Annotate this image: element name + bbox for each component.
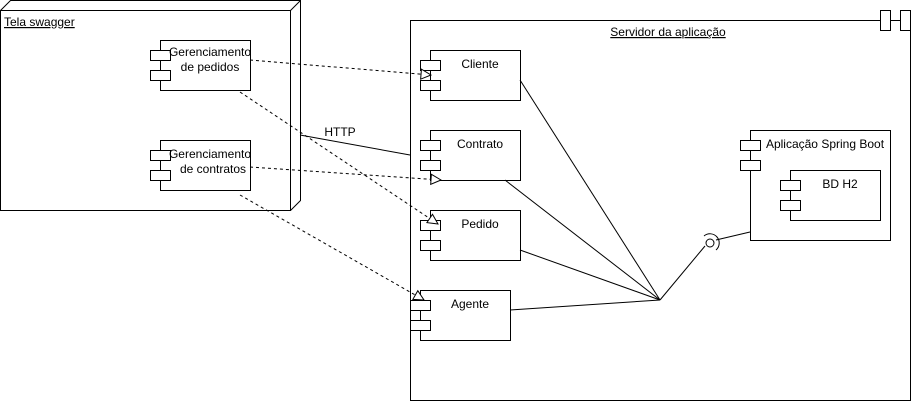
association-lines <box>299 79 751 311</box>
component-icon <box>420 240 441 251</box>
cliente-label: Cliente <box>461 57 499 71</box>
component-bd-h2[interactable]: BD H2 <box>780 170 881 221</box>
component-icon <box>740 140 761 151</box>
component-icon <box>420 220 441 231</box>
ger-contratos-label-2: de contratos <box>180 162 246 176</box>
server-node-package-icon <box>880 10 911 31</box>
component-icon <box>410 300 431 311</box>
server-node-title: Servidor da aplicação <box>610 25 726 39</box>
contrato-label: Contrato <box>457 137 503 151</box>
ger-pedidos-label-1: Gerenciamento <box>169 45 251 59</box>
ger-pedidos-to-pedido <box>239 91 438 224</box>
component-ger-contratos[interactable]: Gerenciamento de contratos <box>150 140 252 191</box>
client-node-title: Tela swagger <box>4 15 75 29</box>
component-icon <box>410 320 431 331</box>
component-ger-pedidos[interactable]: Gerenciamento de pedidos <box>150 40 252 91</box>
contrato-to-hub <box>504 179 661 301</box>
spring-boot-label: Aplicação Spring Boot <box>766 137 885 151</box>
component-agente[interactable]: Agente <box>410 290 511 341</box>
hub-to-socket <box>659 245 706 301</box>
http-label: HTTP <box>324 125 355 139</box>
bd-h2-label: BD H2 <box>822 177 858 191</box>
agente-to-hub <box>509 299 661 311</box>
component-icon <box>150 50 171 61</box>
dependency-arrows <box>239 59 441 300</box>
component-icon <box>740 160 761 171</box>
component-icon <box>780 180 801 191</box>
ger-contratos-label-1: Gerenciamento <box>169 147 251 161</box>
component-icon <box>780 200 801 211</box>
socket-to-spring-boot <box>715 231 751 241</box>
component-contrato[interactable]: Contrato <box>420 130 521 181</box>
ger-pedidos-label-2: de pedidos <box>181 60 240 74</box>
ger-pedidos-to-cliente <box>249 59 431 75</box>
component-icon <box>420 160 441 171</box>
http-link <box>299 134 411 156</box>
ger-contratos-to-agente <box>239 194 424 300</box>
pedido-label: Pedido <box>461 217 499 231</box>
component-icon <box>420 80 441 91</box>
component-icon <box>420 60 441 71</box>
interface-socket-icon <box>703 233 720 251</box>
component-pedido[interactable]: Pedido <box>420 210 521 261</box>
component-icon <box>150 150 171 161</box>
ger-contratos-to-contrato <box>249 166 441 180</box>
component-icon <box>150 170 171 181</box>
component-icon <box>420 140 441 151</box>
component-cliente[interactable]: Cliente <box>420 50 521 101</box>
pedido-to-hub <box>519 249 661 301</box>
agente-label: Agente <box>451 297 489 311</box>
component-icon <box>150 70 171 81</box>
cliente-to-hub <box>519 79 661 301</box>
